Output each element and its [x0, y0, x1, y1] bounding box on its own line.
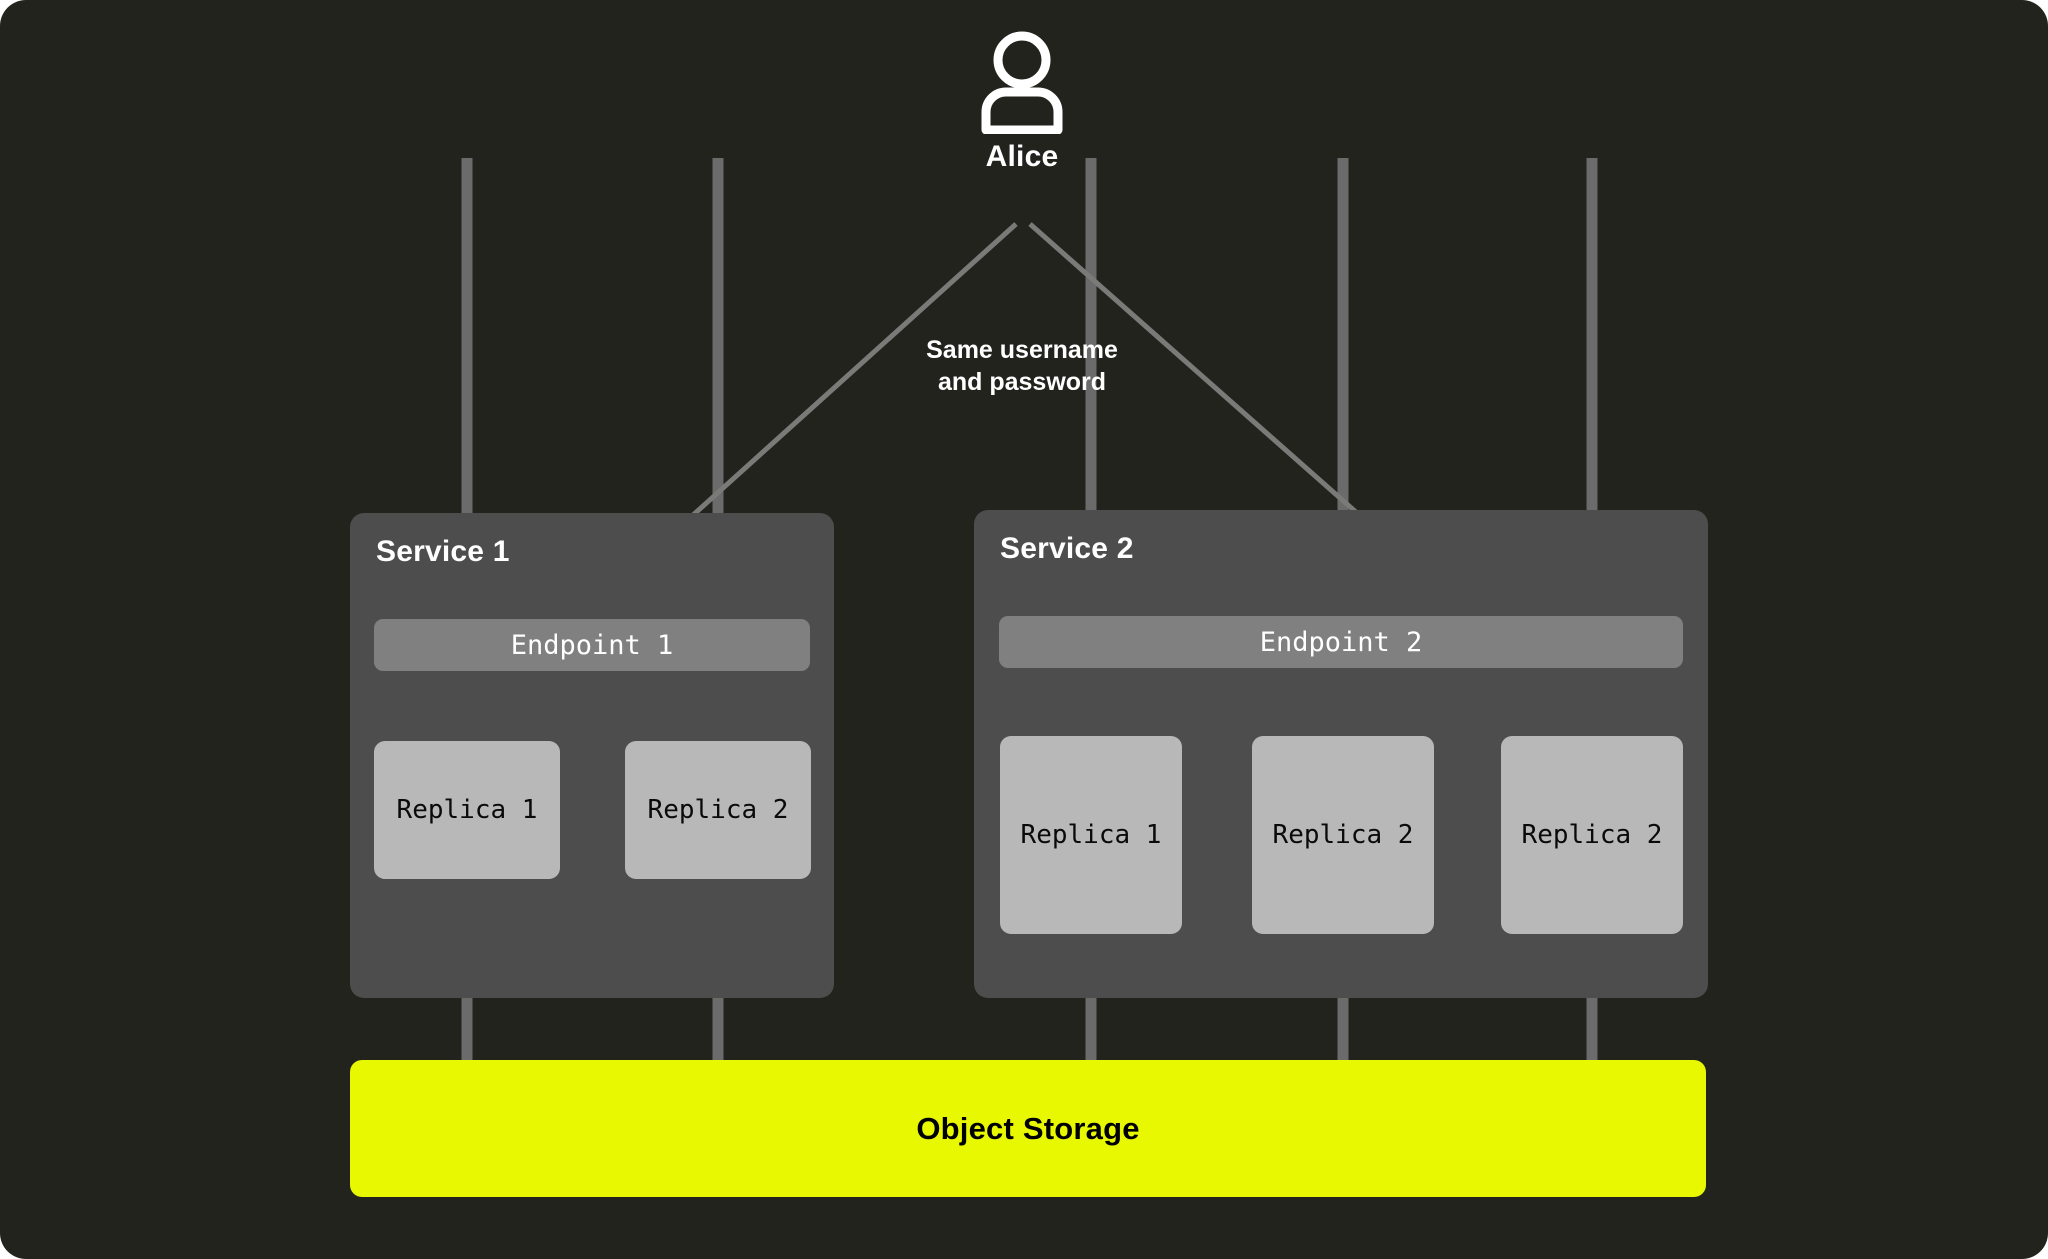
object-storage-node: Object Storage — [350, 1060, 1706, 1197]
edge-caption-line-2: and password — [937, 367, 1107, 396]
service-2-endpoint: Endpoint 2 — [999, 616, 1683, 668]
service-2-replica-2: Replica 2 — [1252, 736, 1434, 934]
service-2-title: Service 2 — [1000, 532, 1134, 565]
actor-alice: Alice — [922, 28, 1122, 174]
edge-caption: Same username and password — [822, 335, 1222, 399]
service-panel-1: Service 1 Endpoint 1 Replica 1 Replica 2 — [350, 513, 834, 998]
service-2-replica-1: Replica 1 — [1000, 736, 1182, 934]
user-icon — [981, 31, 1063, 134]
service-2-replica-3: Replica 2 — [1501, 736, 1683, 934]
object-storage-label: Object Storage — [916, 1110, 1140, 1146]
service-1-replica-1: Replica 1 — [374, 741, 560, 879]
edge-caption-line-1: Same username — [926, 336, 1118, 364]
actor-label: Alice — [985, 140, 1059, 173]
service-1-title: Service 1 — [376, 535, 510, 568]
service-1-replica-2: Replica 2 — [625, 741, 811, 879]
service-1-endpoint: Endpoint 1 — [374, 619, 810, 671]
service-panel-2: Service 2 Endpoint 2 Replica 1 Replica 2… — [974, 510, 1708, 998]
